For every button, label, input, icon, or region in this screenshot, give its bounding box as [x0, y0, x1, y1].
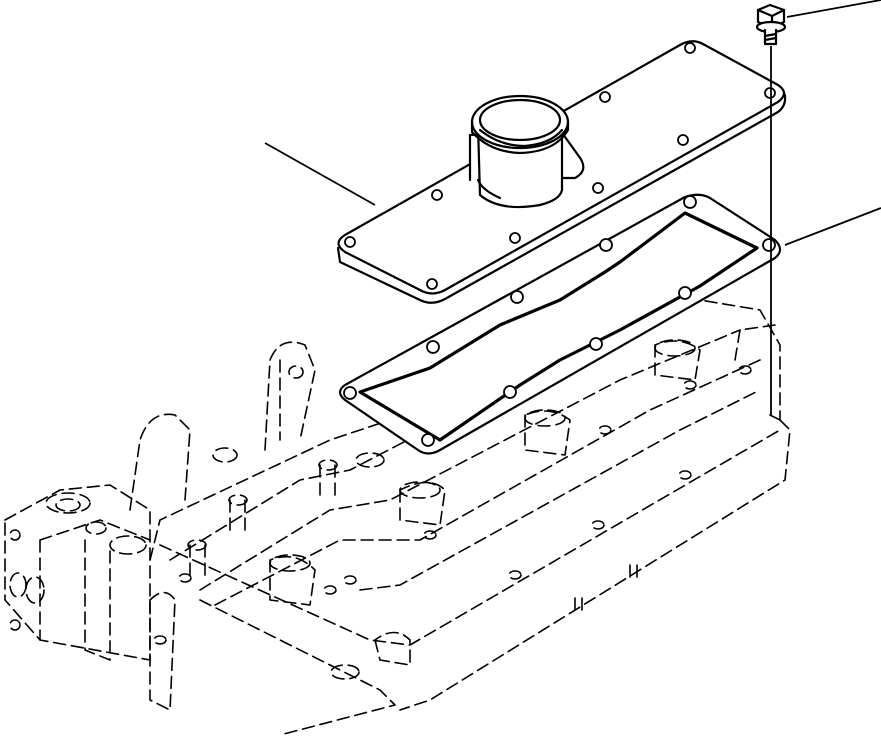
outlet-ring-inner: [478, 98, 562, 142]
deck-hole: [508, 570, 522, 580]
outlet-ring-lip-2: [478, 128, 564, 148]
outlet-ring-lip: [470, 120, 570, 155]
gasket-hole: [421, 433, 435, 447]
right-corner: [734, 324, 776, 361]
cover-bolt-holes: [344, 42, 776, 290]
deck-hole: [591, 520, 605, 530]
front-boss-hole: [330, 664, 360, 680]
post-3-top: [654, 339, 696, 357]
cover-hole: [344, 236, 356, 248]
gasket-hole: [762, 238, 776, 252]
cover-hole: [509, 232, 521, 244]
valve-channel-4: [359, 389, 761, 591]
stud-2: [229, 499, 246, 531]
post-1-top: [399, 481, 441, 499]
studs: [187, 447, 385, 576]
gasket-bolt-holes: [343, 195, 776, 447]
left-port: [45, 492, 91, 514]
outlet-neck-join: [476, 178, 502, 200]
gasket-hole: [503, 385, 517, 399]
bracket-hole: [288, 365, 304, 379]
deck-hole: [323, 585, 337, 595]
cover-hole: [684, 42, 696, 54]
side-hole-2: [25, 576, 45, 604]
deck-hole: [738, 365, 752, 375]
side-hole-3: [9, 529, 21, 541]
valve-channel-2: [199, 329, 741, 591]
left-port-inner: [55, 498, 81, 512]
deck-hole: [153, 635, 167, 645]
bolt-threads: [763, 32, 778, 42]
bottom-tab-2: [629, 564, 638, 578]
gasket-hole: [599, 238, 613, 252]
post-2-top: [524, 409, 566, 427]
cover-hole: [426, 278, 438, 290]
post-3: [654, 340, 701, 381]
gasket-outer: [338, 193, 782, 455]
side-hole-4: [9, 619, 21, 631]
stud-5-top: [355, 452, 385, 468]
deck-hole: [678, 470, 692, 480]
rear-bracket: [129, 413, 191, 511]
side-hole-1: [9, 572, 27, 598]
bolt: [755, 3, 787, 415]
cover-hole: [677, 134, 689, 146]
gasket-inner: [358, 211, 759, 442]
head-right-edge: [769, 414, 781, 421]
stud-3: [319, 464, 336, 496]
left-tube-b: [149, 591, 176, 711]
leader-lines: [264, 0, 881, 246]
left-boss: [109, 535, 147, 555]
stud-2-top: [228, 494, 248, 506]
deck-hole: [598, 425, 612, 435]
deck-hole: [178, 573, 192, 583]
leader-cover: [264, 142, 376, 206]
deck-holes: [153, 365, 752, 645]
gasket-hole: [426, 340, 440, 354]
leader-bolt: [786, 0, 881, 18]
rear-bracket-2: [264, 341, 316, 451]
post-1: [399, 481, 446, 526]
front-boss: [374, 631, 411, 666]
left-boss-2: [85, 521, 107, 535]
stud-1: [189, 544, 206, 576]
head-left-block-face: [39, 519, 151, 641]
gasket-hole: [510, 290, 524, 304]
head-deck-rim: [159, 429, 781, 646]
bolt-shank: [763, 28, 778, 46]
post-2: [524, 410, 571, 456]
post-4-top: [269, 554, 311, 572]
valve-channel-3: [214, 359, 761, 606]
gasket-hole: [343, 386, 357, 400]
deck-hole: [423, 530, 437, 540]
gasket: [338, 193, 782, 455]
gasket-hole: [589, 337, 603, 351]
gasket-hole: [683, 195, 697, 209]
head-left-block: [4, 484, 151, 661]
gasket-hole: [678, 286, 692, 300]
cylinder-head-dashed: [4, 299, 791, 736]
leader-gasket: [784, 207, 881, 246]
head-front-lower: [199, 599, 396, 736]
stud-4-top: [212, 447, 238, 463]
post-4: [269, 555, 316, 606]
cover-plate: [336, 40, 787, 304]
cover-hole: [592, 182, 604, 194]
head-right-face: [399, 419, 791, 711]
cover-hole: [599, 91, 611, 103]
left-tube-a: [84, 539, 111, 661]
bottom-tab-1: [574, 597, 583, 611]
stud-3-top: [318, 459, 338, 471]
deck-hole: [683, 380, 697, 390]
deck-hole: [343, 575, 357, 585]
cover-hole: [764, 87, 776, 99]
cover-hole: [431, 189, 443, 201]
stud-1-top: [187, 539, 207, 551]
